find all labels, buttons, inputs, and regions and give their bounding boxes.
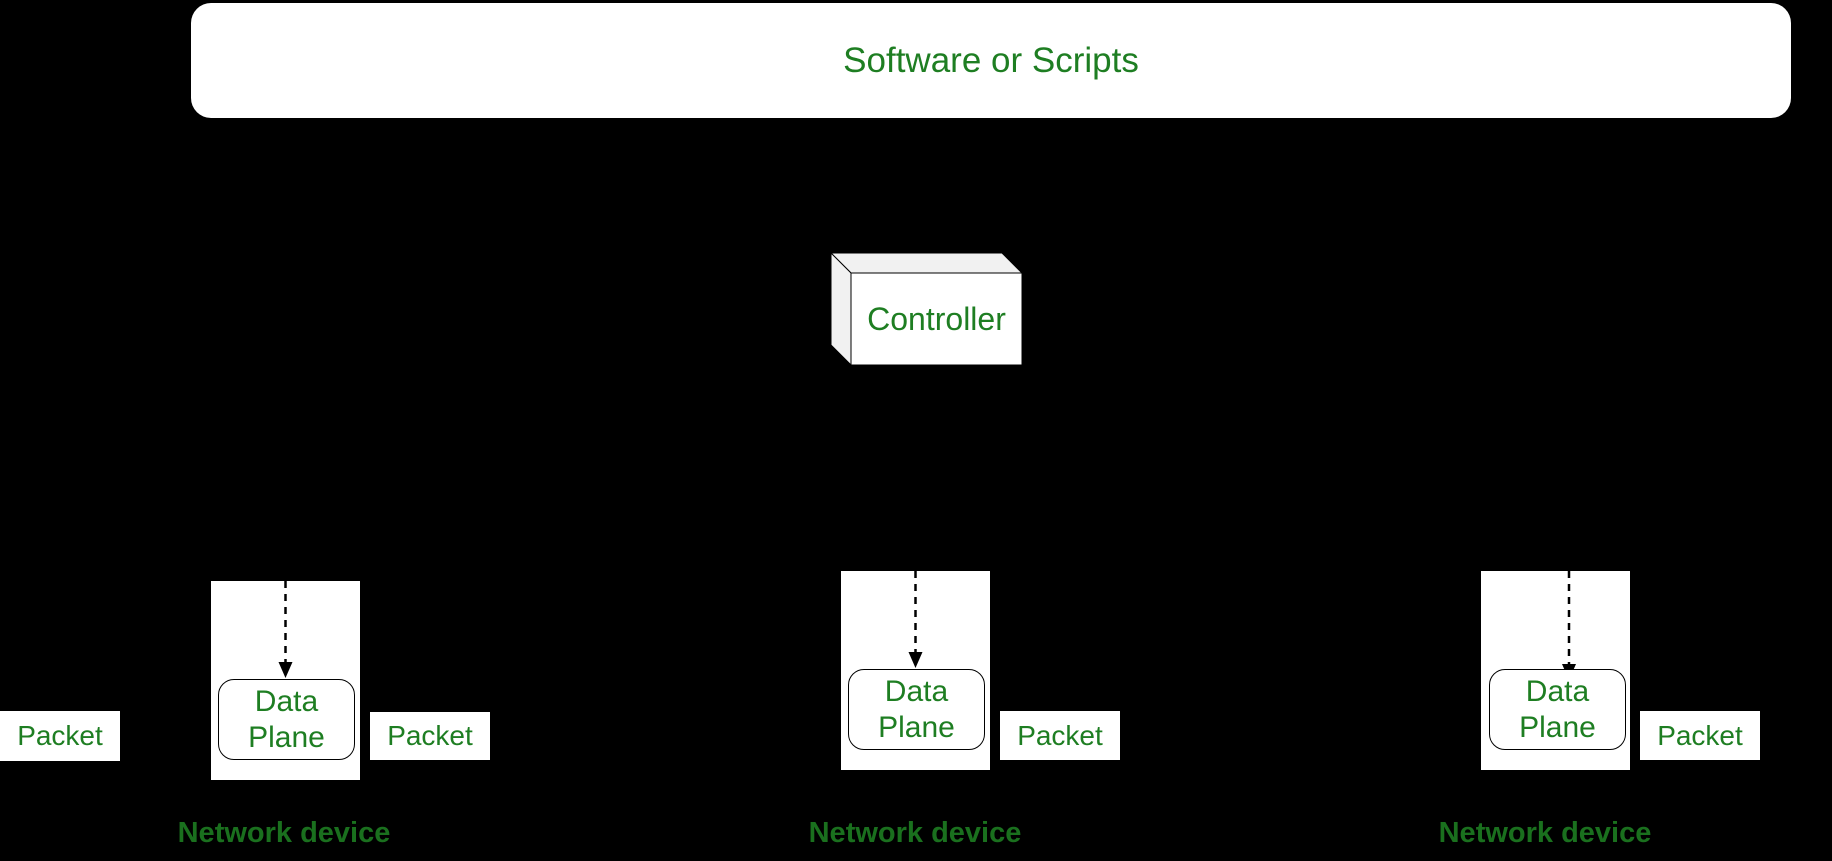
dashed-down-arrow-icon (908, 571, 923, 668)
network-device-1-label: Network device (177, 817, 391, 849)
packet-box-after-device-1: Packet (370, 712, 490, 760)
data-plane-box: Data Plane (1489, 669, 1626, 750)
dashed-down-arrow-icon (278, 581, 293, 678)
packet-box-after-device-3: Packet (1640, 711, 1760, 760)
packet-box-after-device-2: Packet (1000, 711, 1120, 760)
data-plane-box: Data Plane (848, 669, 985, 750)
network-device-2-label: Network device (808, 817, 1022, 849)
network-device-3-label: Network device (1438, 817, 1652, 849)
packet-box-left: Packet (0, 711, 120, 761)
controller-label: Controller (867, 300, 1006, 337)
packet-label: Packet (1017, 719, 1103, 751)
controller-cube-icon (829, 251, 1024, 367)
packet-label: Packet (17, 720, 103, 751)
software-or-scripts-box: Software or Scripts (191, 3, 1791, 118)
network-device-2-box: Data Plane (841, 571, 990, 770)
network-device-3-box: Data Plane (1481, 571, 1630, 770)
data-plane-box: Data Plane (218, 679, 355, 760)
software-or-scripts-label: Software or Scripts (843, 40, 1139, 80)
network-device-1-box: Data Plane (211, 581, 360, 780)
packet-label: Packet (387, 720, 473, 751)
packet-label: Packet (1657, 719, 1743, 751)
